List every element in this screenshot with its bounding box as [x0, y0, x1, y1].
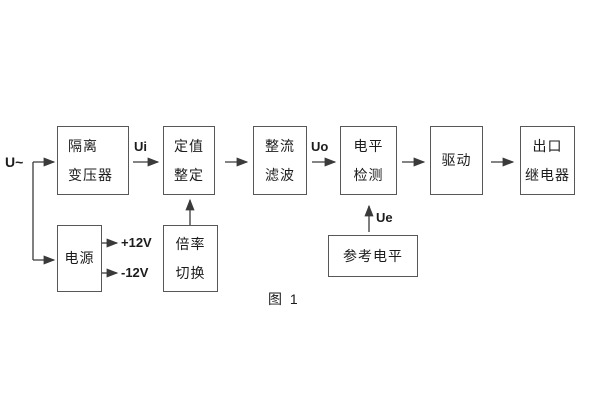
- block-reference-level: 参考电平: [328, 235, 418, 277]
- block-output-relay: 出口 继电器: [520, 126, 575, 195]
- block-label: 继电器: [525, 166, 570, 183]
- block-label: 整流: [265, 137, 295, 154]
- label-input-voltage: U~: [5, 154, 24, 170]
- block-label: 切换: [175, 264, 206, 281]
- block-label: 参考电平: [343, 247, 403, 264]
- block-label: 电源: [64, 250, 95, 266]
- block-label: 电平: [353, 137, 384, 154]
- block-label: 变压器: [68, 166, 113, 183]
- block-isolation-transformer: 隔离 变压器: [57, 126, 129, 195]
- block-label: 检测: [353, 166, 384, 183]
- block-label: 驱动: [441, 152, 472, 168]
- label-ui: Ui: [134, 139, 147, 154]
- block-rectifier-filter: 整流 滤波: [253, 126, 307, 195]
- block-level-detection: 电平 检测: [340, 126, 397, 195]
- block-label: 倍率: [175, 235, 206, 252]
- figure-caption: 图 1: [268, 291, 300, 307]
- block-label: 隔离: [68, 137, 98, 154]
- label-uo: Uo: [311, 139, 329, 154]
- block-ratio-switch: 倍率 切换: [163, 225, 218, 292]
- label-plus-12v: +12V: [121, 235, 152, 250]
- block-setting-adjust: 定值 整定: [163, 126, 215, 195]
- label-ue: Ue: [376, 210, 393, 225]
- block-drive: 驱动: [430, 126, 483, 195]
- block-label: 整定: [174, 166, 204, 183]
- block-label: 定值: [174, 137, 204, 154]
- block-power-supply: 电源: [57, 225, 102, 292]
- block-label: 出口: [532, 137, 563, 154]
- block-label: 滤波: [265, 166, 295, 183]
- label-minus-12v: -12V: [121, 265, 149, 280]
